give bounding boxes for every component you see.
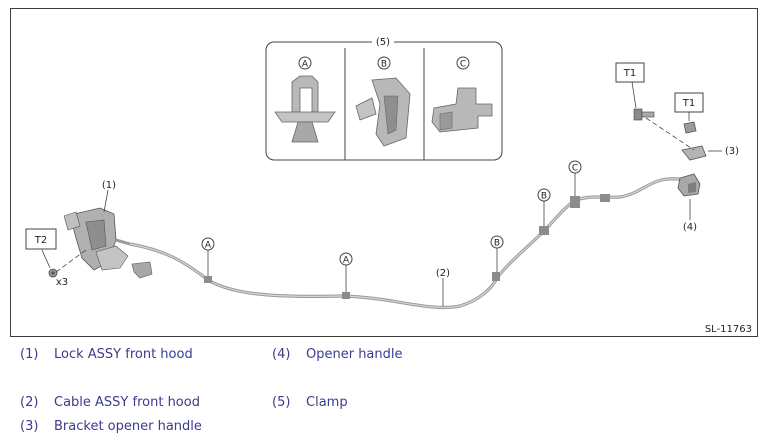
figure-id: SL-11763: [705, 324, 752, 335]
cable-assy: [129, 177, 690, 310]
torque-tag-t1-bolt: T1: [623, 68, 636, 79]
torque-tag-t2: T2: [34, 235, 47, 246]
clip-letter-b: B: [381, 60, 387, 70]
callout-5: (5): [376, 37, 390, 48]
clip-c-part: C: [431, 56, 493, 133]
legend-item-1: (1) Lock ASSY front hood: [20, 347, 193, 362]
clamp-inset: (5) A B C: [265, 35, 503, 161]
legend-num: (2): [20, 395, 39, 410]
legend-label: Bracket opener handle: [54, 419, 202, 434]
diagram-frame: [10, 8, 758, 337]
cable-clip-b-2: B: [541, 192, 547, 202]
legend-item-2: (2) Cable ASSY front hood: [20, 395, 200, 410]
callout-2: (2): [436, 268, 450, 279]
opener-handle-part: (4): [677, 173, 701, 233]
cable-clip-a-2: A: [343, 256, 350, 266]
clip-b-part: B: [355, 56, 411, 147]
callout-4: (4): [683, 222, 697, 233]
legend-num: (1): [20, 347, 39, 362]
clip-letter-c: C: [460, 60, 466, 70]
legend-item-5: (5) Clamp: [272, 395, 348, 410]
legend-item-4: (4) Opener handle: [272, 347, 403, 362]
quantity-label: x3: [56, 277, 68, 288]
callout-3: (3): [725, 146, 739, 157]
parts-diagram: (5) A B C: [25, 35, 752, 335]
cable-clip-a-1: A: [205, 241, 212, 251]
clip-letter-a: A: [302, 60, 309, 70]
legend-num: (5): [272, 395, 291, 410]
legend-label: Cable ASSY front hood: [54, 395, 200, 410]
cable-clip-b-1: B: [494, 239, 500, 249]
legend-num: (3): [20, 419, 39, 434]
bracket-part: (3) T1 T1: [615, 62, 739, 161]
legend-label: Opener handle: [306, 347, 403, 362]
clip-a-part: A: [274, 56, 336, 143]
cable-clip-callouts: A A B B C (2): [201, 160, 582, 306]
legend-item-3: (3) Bracket opener handle: [20, 419, 202, 434]
cable-clip-c: C: [572, 164, 578, 174]
legend-label: Clamp: [306, 395, 348, 410]
legend-label: Lock ASSY front hood: [54, 347, 193, 362]
torque-tag-t1-nut: T1: [682, 98, 695, 109]
legend-num: (4): [272, 347, 291, 362]
lock-assy-part: (1) T2 x3: [25, 180, 153, 288]
callout-1: (1): [102, 180, 116, 191]
